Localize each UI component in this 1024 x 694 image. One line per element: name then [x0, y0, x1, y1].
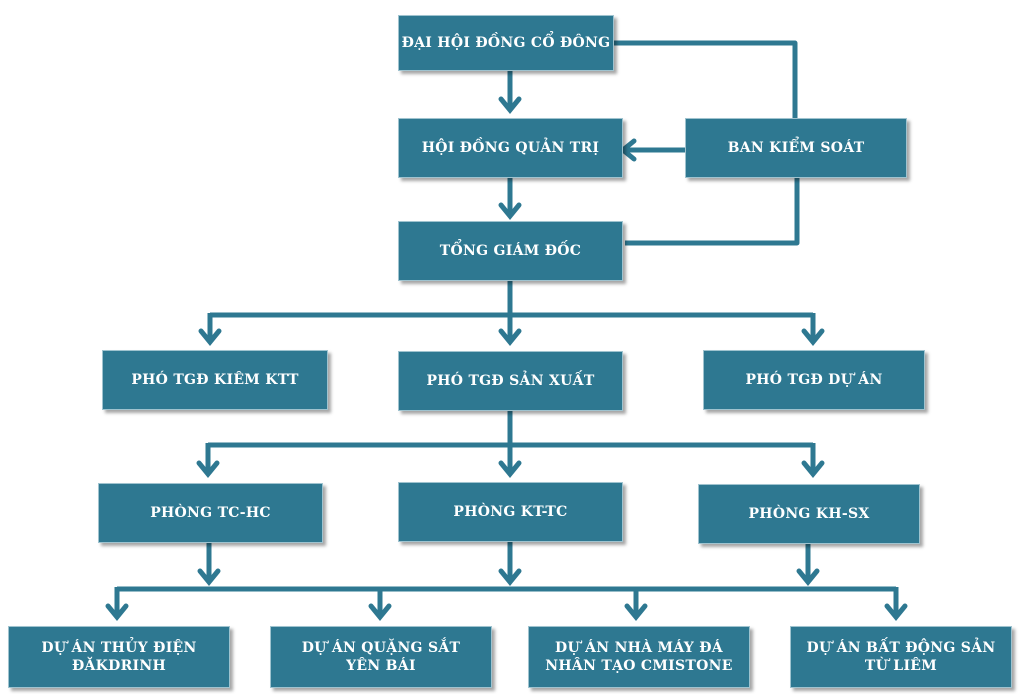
project-real-estate-box: DỰ ÁN BẤT ĐỘNG SẢN TỪ LIÊM [790, 626, 1012, 688]
project-stone-factory-box: DỰ ÁN NHÀ MÁY ĐÁ NHÂN TẠO CMISTONE [528, 626, 750, 688]
dept-finance-label: PHÒNG KT-TC [453, 504, 568, 520]
arrowhead [624, 603, 648, 621]
arrowhead [884, 603, 908, 621]
connector-shareholders-supervisory [614, 40, 798, 118]
arrowhead [619, 138, 637, 162]
dept-planning-box: PHÒNG KH-SX [698, 484, 920, 544]
deputy-projects-label: PHÓ TGĐ DỰ ÁN [745, 372, 883, 388]
arrowhead [197, 568, 221, 586]
connector-projects [114, 586, 899, 615]
ceo-box: TỔNG GIÁM ĐỐC [398, 221, 623, 281]
project-real-estate-line-2: TỪ LIÊM [864, 658, 938, 674]
arrowhead [196, 460, 220, 478]
project-stone-factory-line-2: NHÂN TẠO CMISTONE [545, 658, 733, 674]
arrowhead [801, 460, 825, 478]
deputy-production-box: PHÓ TGĐ SẢN XUẤT [398, 351, 623, 411]
supervisory-box: BAN KIỂM SOÁT [685, 118, 907, 178]
arrowhead [198, 328, 222, 346]
connector-deputy-departments [205, 410, 816, 472]
board-box: HỘI ĐỒNG QUẢN TRỊ [398, 118, 623, 178]
project-iron-ore-box: DỰ ÁN QUẶNG SẮT YÊN BÁI [270, 626, 492, 688]
supervisory-label: BAN KIỂM SOÁT [727, 140, 865, 156]
project-hydropower-line-1: DỰ ÁN THỦY ĐIỆN [41, 640, 197, 656]
dept-admin-label: PHÒNG TC-HC [150, 505, 271, 521]
arrowhead [796, 568, 820, 586]
connector-ceo-deputies [207, 281, 816, 340]
connector-supervisory-ceo [625, 178, 800, 246]
dept-finance-box: PHÒNG KT-TC [398, 482, 623, 542]
project-hydropower-box: DỰ ÁN THỦY ĐIỆN ĐĂKDRINH [8, 626, 230, 688]
arrowhead [498, 568, 522, 586]
shareholders-label: ĐẠI HỘI ĐỒNG CỔ ĐÔNG [401, 35, 611, 51]
ceo-label: TỔNG GIÁM ĐỐC [439, 243, 582, 259]
arrowhead [105, 603, 129, 621]
deputy-production-label: PHÓ TGĐ SẢN XUẤT [426, 373, 595, 389]
arrowhead [801, 328, 825, 346]
project-stone-factory-line-1: DỰ ÁN NHÀ MÁY ĐÁ [555, 640, 723, 656]
project-iron-ore-line-1: DỰ ÁN QUẶNG SẮT [301, 640, 461, 656]
arrowhead [498, 328, 522, 346]
project-real-estate-line-1: DỰ ÁN BẤT ĐỘNG SẢN [806, 640, 996, 656]
arrowhead [498, 202, 522, 220]
arrowhead [498, 96, 522, 114]
project-hydropower-line-2: ĐĂKDRINH [71, 658, 166, 674]
deputy-projects-box: PHÓ TGĐ DỰ ÁN [703, 350, 925, 410]
dept-planning-label: PHÒNG KH-SX [748, 506, 870, 522]
shareholders-box: ĐẠI HỘI ĐỒNG CỔ ĐÔNG [398, 15, 614, 71]
arrowhead [368, 603, 392, 621]
arrowhead [498, 460, 522, 478]
board-label: HỘI ĐỒNG QUẢN TRỊ [421, 140, 600, 156]
connector-departments-bus [206, 541, 811, 580]
dept-admin-box: PHÒNG TC-HC [98, 483, 323, 543]
deputy-chief-accountant-box: PHÓ TGĐ KIÊM KTT [102, 350, 328, 410]
deputy-chief-accountant-label: PHÓ TGĐ KIÊM KTT [131, 372, 299, 388]
project-iron-ore-line-2: YÊN BÁI [346, 658, 416, 674]
